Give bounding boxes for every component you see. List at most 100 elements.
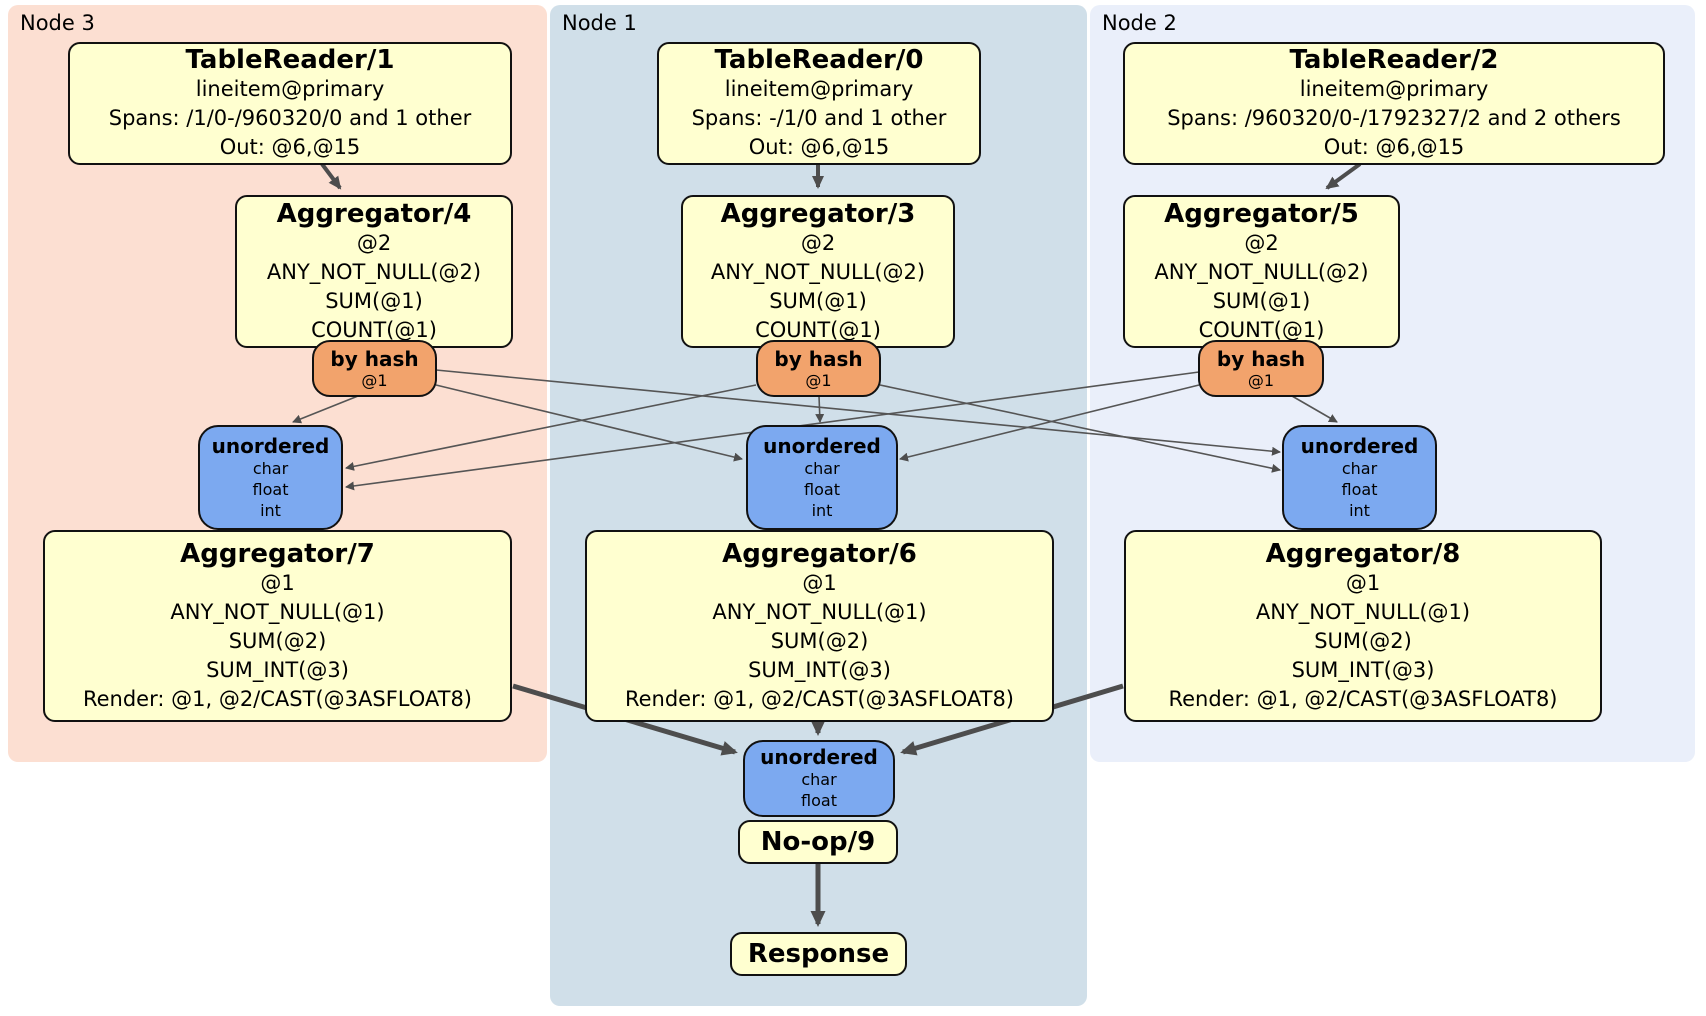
unordered-sync-node2: unordered char float int [1282, 425, 1437, 530]
aggregator-5-box: Aggregator/5 @2 ANY_NOT_NULL(@2) SUM(@1)… [1123, 195, 1400, 348]
agg-group-col: @1 [260, 570, 295, 595]
tr-index: lineitem@primary [1299, 77, 1489, 101]
tr-index: lineitem@primary [724, 77, 914, 101]
agg-group-col: @2 [356, 230, 392, 255]
unordered-sync-final: unordered char float [743, 740, 895, 817]
agg-group-col: @1 [802, 570, 837, 595]
tr-out: Out: @6,@15 [219, 135, 361, 159]
unordered-sync-node1: unordered char float int [746, 425, 898, 530]
sync-title: unordered [1300, 433, 1419, 458]
agg-group-col: @1 [1345, 570, 1381, 595]
sync-col: char [252, 458, 289, 478]
agg-fn: SUM_INT(@3) [206, 657, 349, 682]
edge-tr2-agg5 [1325, 162, 1362, 190]
agg-group-col: @2 [1244, 230, 1279, 255]
router-key: @1 [1247, 370, 1275, 390]
router-title: by hash [1216, 346, 1306, 371]
box-title: Aggregator/4 [276, 198, 472, 229]
tr-out: Out: @6,@15 [748, 135, 890, 159]
agg-fn: SUM(@1) [325, 288, 423, 313]
box-title: Aggregator/6 [722, 538, 917, 569]
aggregator-6-box: Aggregator/6 @1 ANY_NOT_NULL(@1) SUM(@2)… [585, 530, 1054, 722]
tr-spans: Spans: /960320/0-/1792327/2 and 2 others [1167, 106, 1621, 130]
tr-index: lineitem@primary [195, 77, 385, 101]
agg-fn: COUNT(@1) [755, 317, 881, 342]
sync-col: float [252, 479, 289, 499]
box-title: Aggregator/7 [180, 538, 375, 569]
response-box: Response [730, 932, 907, 976]
box-title: TableReader/1 [185, 45, 395, 75]
agg-fn: SUM(@1) [769, 288, 867, 313]
agg-fn: ANY_NOT_NULL(@2) [710, 259, 926, 284]
agg-fn: ANY_NOT_NULL(@2) [1154, 259, 1369, 284]
tr-spans: Spans: -/1/0 and 1 other [691, 106, 947, 130]
aggregator-4-box: Aggregator/4 @2 ANY_NOT_NULL(@2) SUM(@1)… [235, 195, 513, 348]
edge-hash1-sync2 [435, 384, 743, 462]
edge-hash2-sync1 [345, 384, 757, 471]
tablereader-2-box: TableReader/2 lineitem@primary Spans: /9… [1123, 42, 1665, 165]
sync-title: unordered [763, 433, 881, 458]
agg-render: Render: @1, @2/CAST(@3ASFLOAT8) [1168, 686, 1558, 711]
hash-router-node3: by hash @1 [312, 340, 437, 397]
node-2-label: Node 2 [1102, 11, 1177, 35]
box-title: No-op/9 [760, 827, 876, 857]
box-title: TableReader/2 [1289, 45, 1499, 75]
edge-hash2-sync3 [879, 384, 1281, 473]
box-title: Aggregator/3 [720, 198, 916, 229]
agg-fn: ANY_NOT_NULL(@1) [1255, 599, 1471, 624]
edge-hash3-sync3 [1291, 395, 1338, 423]
agg-render: Render: @1, @2/CAST(@3ASFLOAT8) [624, 686, 1015, 711]
edge-hash1-sync3 [435, 369, 1281, 456]
tablereader-1-box: TableReader/1 lineitem@primary Spans: /1… [68, 42, 512, 165]
sync-col: int [1349, 500, 1370, 520]
sync-col: char [804, 458, 840, 478]
router-key: @1 [361, 370, 388, 390]
sync-title: unordered [760, 745, 878, 769]
aggregator-8-box: Aggregator/8 @1 ANY_NOT_NULL(@1) SUM(@2)… [1124, 530, 1602, 722]
edge-hash2-sync2 [815, 395, 825, 423]
tr-spans: Spans: /1/0-/960320/0 and 1 other [108, 106, 472, 130]
agg-fn: ANY_NOT_NULL(@1) [170, 599, 385, 624]
aggregator-7-box: Aggregator/7 @1 ANY_NOT_NULL(@1) SUM(@2)… [43, 530, 512, 722]
agg-fn: SUM_INT(@3) [1291, 657, 1435, 682]
sync-col: float [1341, 479, 1378, 499]
agg-fn: COUNT(@1) [311, 317, 437, 342]
agg-fn: SUM(@1) [1212, 288, 1311, 313]
agg-fn: SUM(@2) [770, 628, 869, 653]
edge-hash3-sync2 [899, 384, 1200, 462]
agg-fn: SUM(@2) [1314, 628, 1412, 653]
node-3-label: Node 3 [20, 11, 95, 35]
router-title: by hash [774, 346, 863, 371]
sync-title: unordered [211, 433, 330, 458]
sync-col: int [811, 500, 833, 520]
unordered-sync-node3: unordered char float int [198, 425, 343, 530]
hash-router-node1: by hash @1 [756, 340, 881, 397]
box-title: Aggregator/8 [1265, 538, 1461, 569]
agg-fn: ANY_NOT_NULL(@1) [712, 599, 927, 624]
sync-col: float [804, 479, 840, 499]
box-title: Response [747, 939, 890, 969]
agg-fn: ANY_NOT_NULL(@2) [266, 259, 482, 284]
agg-render: Render: @1, @2/CAST(@3ASFLOAT8) [82, 686, 473, 711]
agg-fn: SUM_INT(@3) [748, 657, 891, 682]
edge-tr1-agg4 [320, 162, 342, 190]
aggregator-3-box: Aggregator/3 @2 ANY_NOT_NULL(@2) SUM(@1)… [681, 195, 955, 348]
agg-group-col: @2 [800, 230, 836, 255]
agg-fn: SUM(@2) [228, 628, 327, 653]
sync-col: char [1341, 458, 1378, 478]
tablereader-0-box: TableReader/0 lineitem@primary Spans: -/… [657, 42, 981, 165]
router-title: by hash [330, 346, 419, 371]
edge-hash1-sync1 [292, 395, 359, 424]
noop-box: No-op/9 [738, 820, 898, 864]
agg-fn: COUNT(@1) [1198, 317, 1325, 342]
sync-col: float [801, 791, 837, 810]
box-title: TableReader/0 [714, 45, 924, 75]
sync-col: int [260, 500, 281, 520]
box-title: Aggregator/5 [1164, 198, 1359, 229]
tr-out: Out: @6,@15 [1323, 135, 1465, 159]
node-1-label: Node 1 [562, 11, 637, 35]
hash-router-node2: by hash @1 [1198, 340, 1324, 397]
sync-col: char [801, 770, 837, 789]
